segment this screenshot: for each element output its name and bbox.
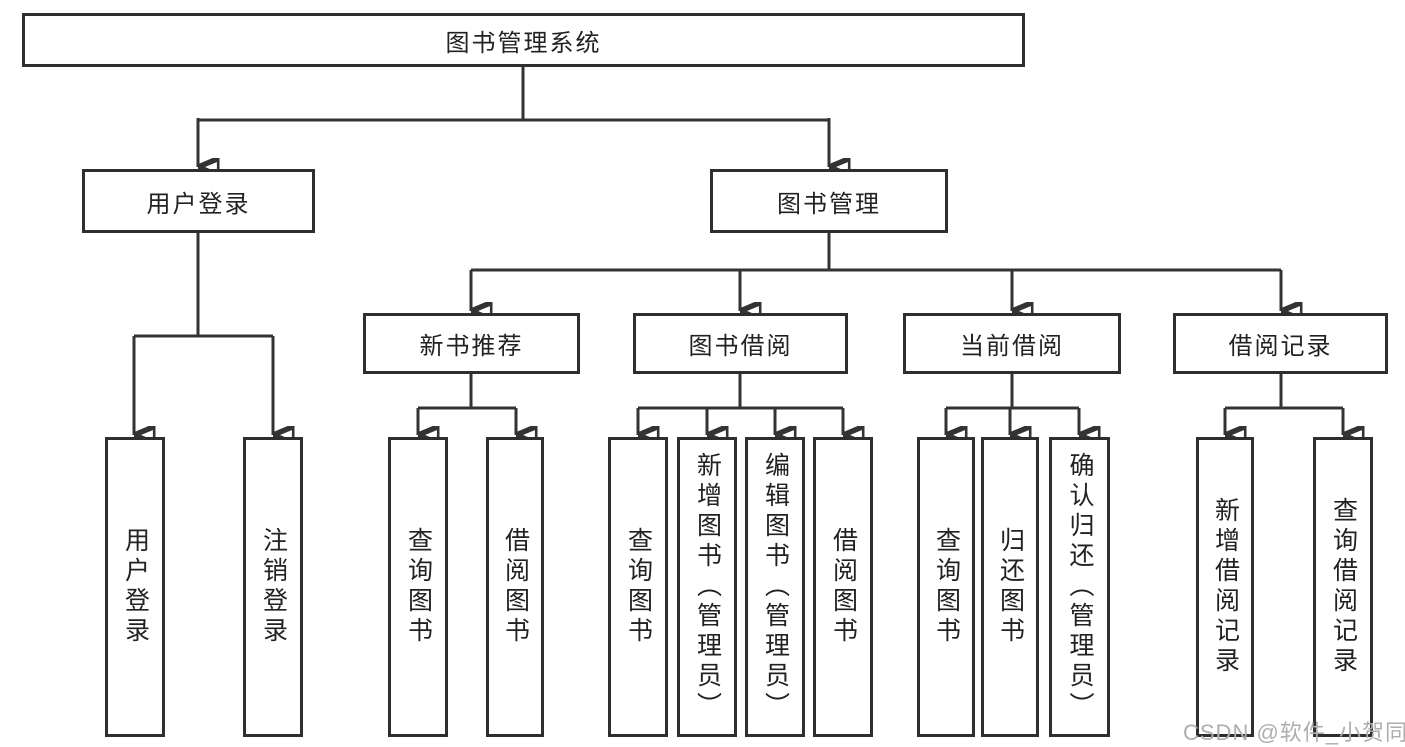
leaf-query-books-recommend-label: 查询图书: [404, 527, 433, 647]
node-borrow-records: 借阅记录: [1173, 313, 1388, 374]
leaf-borrow-books-recommend: 借阅图书: [486, 437, 544, 737]
leaf-user-login-label: 用户登录: [121, 527, 150, 647]
leaf-query-books-borrow: 查询图书: [608, 437, 668, 737]
node-user-login: 用户登录: [82, 169, 315, 233]
leaf-query-borrow-record-label: 查询借阅记录: [1329, 497, 1358, 677]
leaf-add-borrow-record: 新增借阅记录: [1196, 437, 1254, 737]
edges-current-borrow: [944, 374, 1079, 435]
leaf-query-books-recommend: 查询图书: [388, 437, 448, 737]
edges-book-management-to-level2: [469, 233, 1281, 311]
leaf-logout-label: 注销登录: [259, 527, 288, 647]
edges-borrow-records: [1223, 374, 1343, 435]
edges-book-borrow: [636, 374, 843, 435]
node-current-borrow: 当前借阅: [903, 313, 1121, 374]
leaf-confirm-return-admin-label: 确认归还（管理员）: [1066, 452, 1094, 722]
leaf-query-books-borrow-label: 查询图书: [624, 527, 653, 647]
leaf-user-login: 用户登录: [105, 437, 165, 737]
leaf-edit-book-admin-label: 编辑图书（管理员）: [761, 452, 790, 722]
edges-root-to-level1: [196, 66, 829, 167]
node-book-management: 图书管理: [710, 169, 948, 233]
edges-user-login-to-leaves: [132, 233, 273, 435]
leaf-query-borrow-record: 查询借阅记录: [1313, 437, 1373, 737]
node-new-book-recommend: 新书推荐: [363, 313, 580, 374]
leaf-add-borrow-record-label: 新增借阅记录: [1211, 497, 1240, 677]
leaf-borrow-books-borrow-label: 借阅图书: [829, 527, 858, 647]
leaf-add-book-admin-label: 新增图书（管理员）: [693, 452, 722, 722]
edges-new-book-recommend: [416, 374, 516, 435]
node-root: 图书管理系统: [22, 13, 1025, 67]
leaf-query-books-current-label: 查询图书: [932, 527, 961, 647]
leaf-logout: 注销登录: [243, 437, 303, 737]
leaf-query-books-current: 查询图书: [917, 437, 975, 737]
leaf-borrow-books-borrow: 借阅图书: [813, 437, 873, 737]
leaf-add-book-admin: 新增图书（管理员）: [677, 437, 737, 737]
leaf-borrow-books-recommend-label: 借阅图书: [501, 527, 530, 647]
leaf-confirm-return-admin: 确认归还（管理员）: [1049, 437, 1110, 737]
node-book-borrow: 图书借阅: [633, 313, 848, 374]
leaf-return-books: 归还图书: [981, 437, 1039, 737]
leaf-return-books-label: 归还图书: [996, 527, 1025, 647]
csdn-watermark: CSDN @软件_小贺同学: [1183, 720, 1405, 745]
leaf-edit-book-admin: 编辑图书（管理员）: [745, 437, 805, 737]
